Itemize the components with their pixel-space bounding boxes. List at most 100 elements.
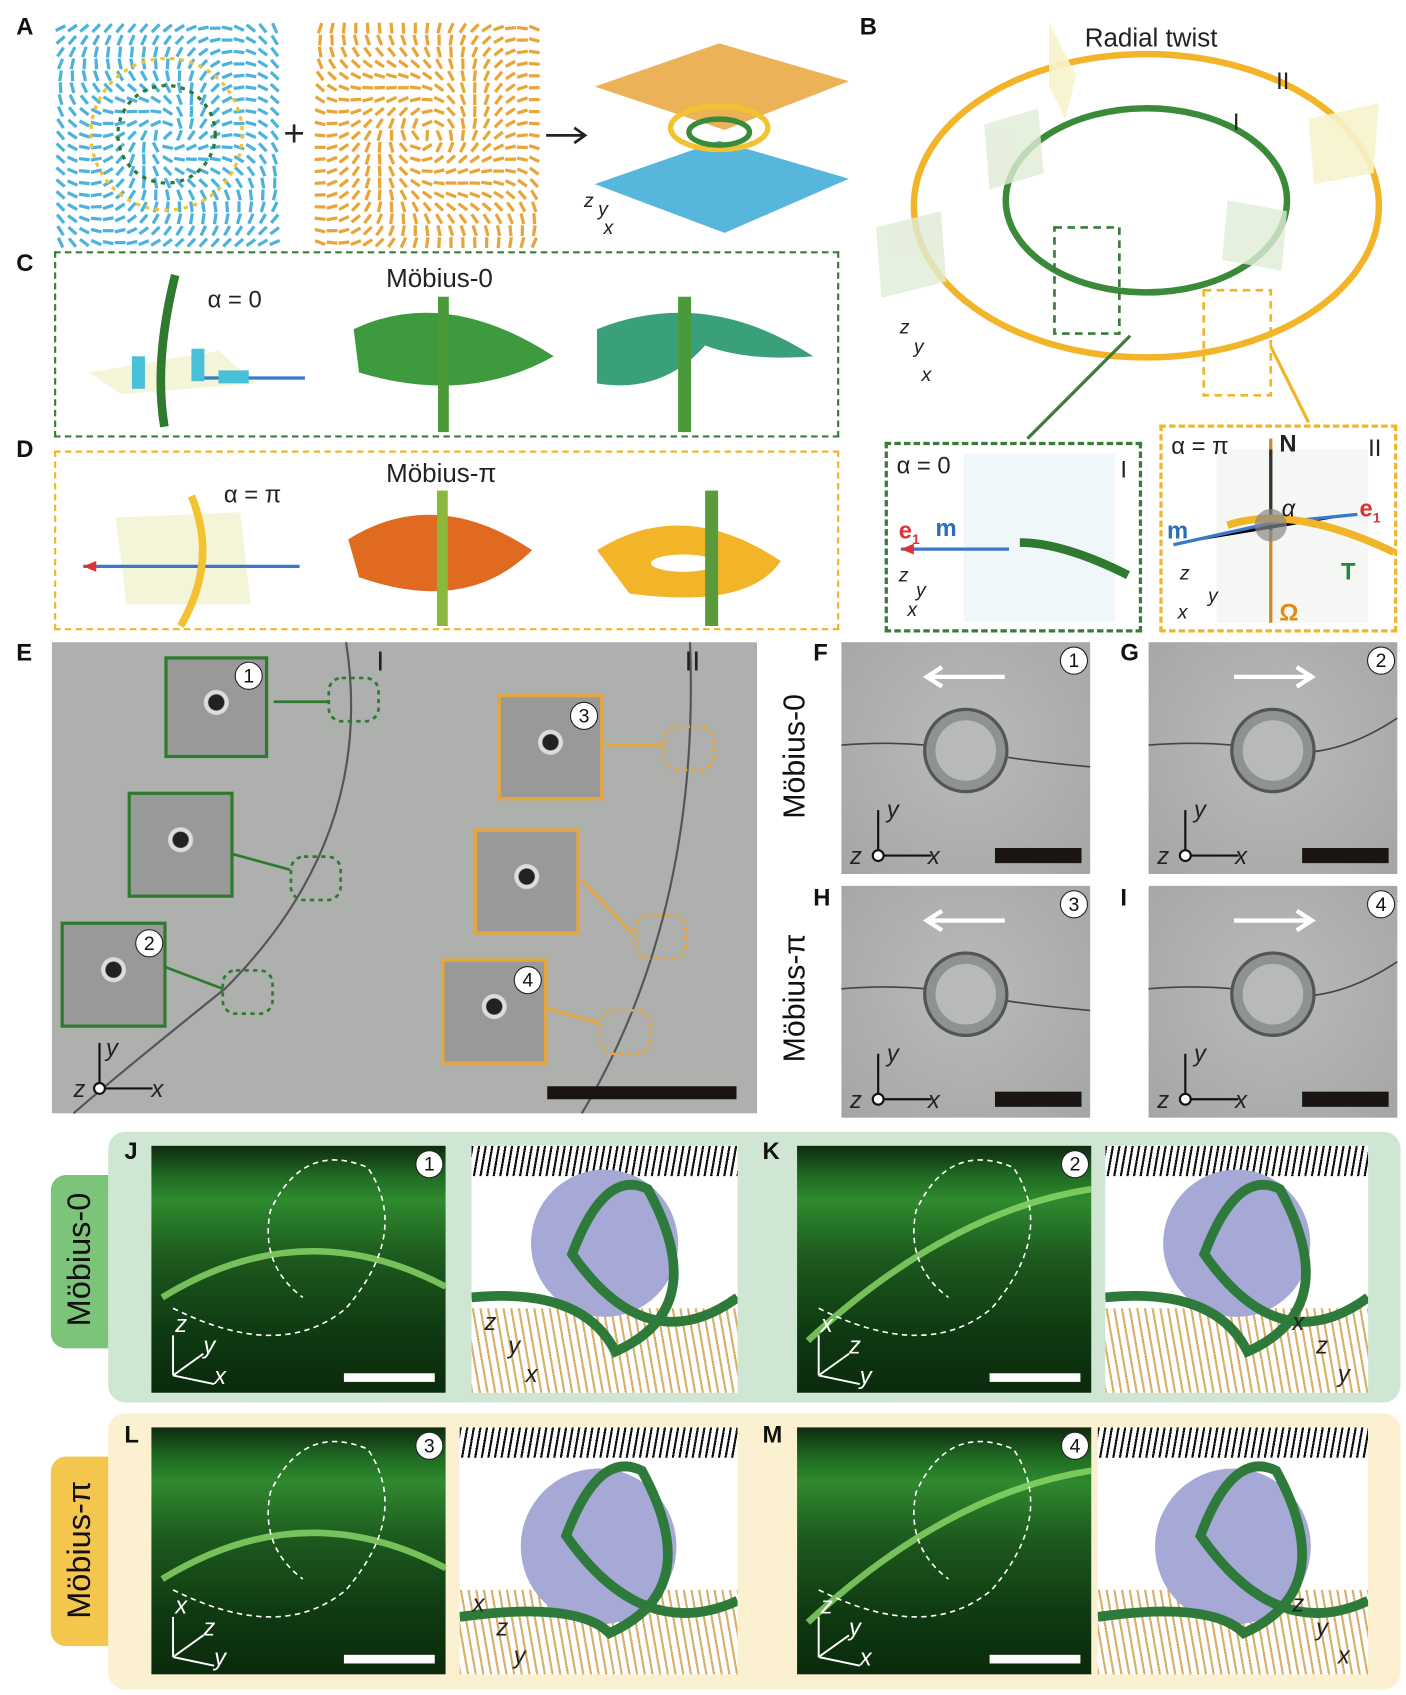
alpha-label: α = π [1171,432,1229,460]
axis-x-label: x [927,842,940,870]
plus-sign: + [283,113,305,155]
axis-z-label: z [850,842,862,870]
fluorescence-image: 4 z y x [797,1427,1092,1675]
xy-axes-icon [871,810,932,863]
panel-number: 1 [415,1150,444,1179]
micrograph-panel: 1 y z x [841,642,1091,874]
xyz-axes-icon [172,1616,215,1667]
director-field-blue [54,21,281,249]
scale-bar [1302,847,1389,864]
panel-label-i: I [1120,883,1128,911]
mobius-0-tag [50,1175,109,1349]
loop-outline [160,1440,448,1618]
mobius-0-title: Möbius-0 [386,264,493,294]
panel-label-f: F [813,638,828,667]
axis-x-label: x [603,216,614,239]
panel-number: 4 [1367,890,1396,919]
panel-label-a: A [16,12,34,41]
mobius-pi-title: Möbius-π [386,459,497,489]
inset-3: 3 [497,694,604,801]
axis-label-c: y [859,1362,872,1390]
axis-label-c: y [214,1643,227,1672]
alpha-label: α = 0 [207,285,262,313]
axis-z-label: z [1157,842,1170,870]
plane [963,453,1116,622]
scale-bar [547,1086,737,1100]
axis-label-a: z [484,1308,497,1336]
sphere-and-loop [1097,1461,1369,1639]
director-layer-top [1097,1427,1369,1458]
panel-label-c: C [16,249,34,277]
panel-label-h: H [813,883,831,911]
scale-bar [994,847,1082,864]
disclination-lines [72,642,716,1115]
mobius-pi-tag-label: Möbius-π [61,1480,98,1619]
axis-y-label: y [1208,584,1218,607]
e1-text: e [1359,494,1373,523]
axis-label-c: y [513,1641,526,1669]
panel-number: 4 [1060,1431,1090,1460]
inset-3b [473,828,580,935]
arrow-left-icon [922,665,1005,689]
axis-y-label: y [105,1034,118,1062]
xyz-axes-icon [817,1616,860,1667]
ring-label-i: I [1232,108,1240,136]
scale-bar [343,1373,435,1382]
axis-x-label: x [1235,1086,1247,1114]
panel-d-box: Möbius-π α = π [54,450,840,631]
frame-vectors [1173,438,1396,623]
simulation-render: x z y [459,1427,738,1675]
axis-label-b: z [1316,1332,1329,1360]
axis-z-label: z [1179,562,1190,584]
xy-axes-icon [1178,810,1239,863]
axis-label-a: z [820,1592,833,1620]
micrograph-e: I II 1 2 3 4 y z x [51,642,758,1115]
panel-number: 1 [1059,646,1088,675]
axis-y-label: y [886,796,899,824]
simulation-render: z y x [471,1145,738,1393]
axis-z-label: z [73,1075,86,1103]
axis-y-label: y [913,335,924,358]
axis-label-a: z [1292,1589,1305,1617]
axis-label-b: y [848,1613,861,1641]
panel-label-d: D [16,435,34,463]
axis-x-label: x [927,1086,940,1114]
e1-label: e1 [899,517,920,548]
panel-label-b: B [859,12,877,41]
mobius-0-illustrations [88,274,814,433]
colloid-particle [1148,951,1398,1037]
panel-label-l: L [124,1420,139,1448]
axis-z-label: z [850,1086,862,1114]
fluorescence-image: 2 x z y [797,1145,1092,1393]
fluorescence-image: 3 x z y [151,1427,448,1675]
vectors-diagram [900,538,1130,579]
axis-label-a: x [820,1310,833,1338]
colloid-particle [841,707,1091,794]
inset-1: 1 [164,656,269,759]
stacked-layers-diagram [594,43,849,233]
panel-label-m: M [762,1420,783,1448]
axis-x-label: x [151,1075,164,1103]
axis-y-label: y [916,579,926,602]
fluorescence-image: 1 z y x [151,1145,448,1393]
axis-y-label: y [886,1039,899,1067]
panel-label-g: G [1120,638,1139,667]
scale-bar [1302,1091,1389,1107]
panel-label-j: J [124,1137,138,1165]
alpha-label: α = 0 [896,451,951,479]
axis-y-label: y [1193,796,1206,824]
inset-number: 1 [234,661,263,690]
m-label: m [1166,516,1189,544]
axis-label-a: x [1292,1308,1305,1336]
loop-outline [160,1159,448,1337]
n-label: N [1279,429,1297,458]
scale-bar [989,1654,1081,1664]
axis-label-c: x [1337,1641,1350,1669]
simulation-render: x z y [1105,1145,1369,1393]
inset-i-box: α = 0 I e1 m z y x [884,441,1143,633]
axis-z-label: z [1157,1086,1170,1114]
axis-label-b: z [203,1613,216,1641]
micrograph-panel: 3 y z x [841,885,1091,1118]
loop-outline [805,1159,1092,1344]
